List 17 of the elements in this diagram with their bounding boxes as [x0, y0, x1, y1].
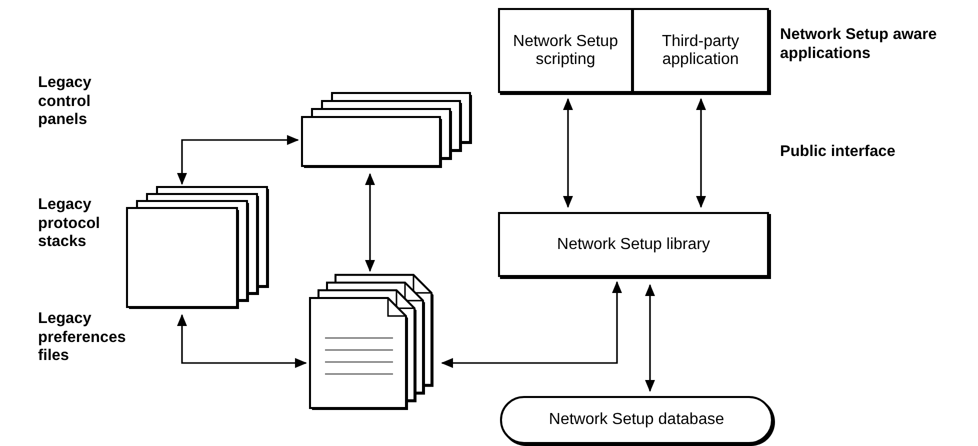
window-stack: [302, 93, 470, 169]
arrow: [645, 284, 655, 392]
process-box: Network Setup library: [498, 212, 769, 277]
layer-label: Network Setup aware applications: [780, 26, 938, 64]
layer-label: Legacy protocol stacks: [38, 196, 101, 252]
document-stack: [310, 275, 436, 411]
arrow: [177, 135, 299, 185]
layer-label: Public interface: [780, 143, 896, 162]
database-terminal: Network Setup database: [500, 396, 773, 444]
window-stack: [127, 188, 271, 310]
process-box: Network Setup scripting: [498, 8, 633, 93]
arrow: [177, 314, 307, 368]
process-box: Third-party application: [632, 8, 769, 93]
layer-label: Legacy preferences files: [38, 310, 127, 366]
layer-label: Legacy control panels: [38, 74, 92, 130]
arrow: [696, 98, 706, 208]
arrow: [365, 173, 375, 272]
